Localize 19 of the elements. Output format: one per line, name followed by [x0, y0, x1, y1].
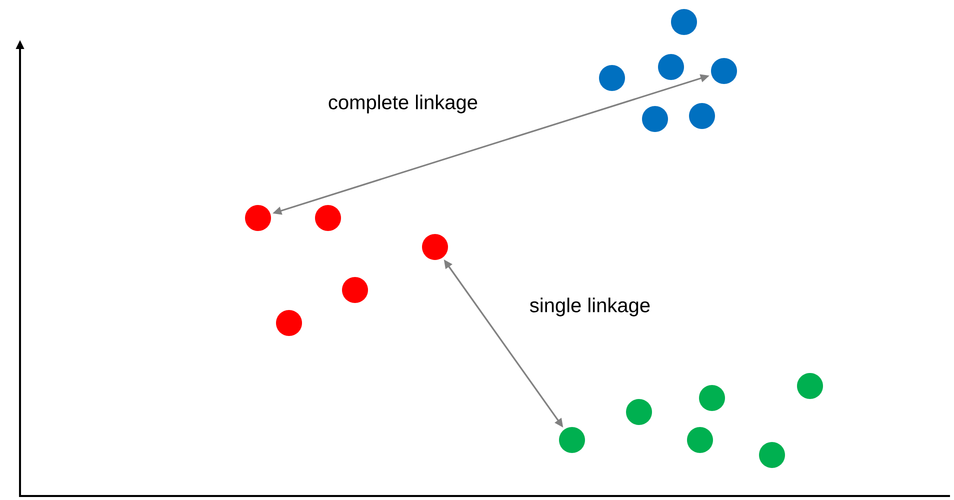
data-point [315, 204, 341, 231]
data-point [642, 106, 668, 132]
data-point [342, 277, 368, 303]
data-point [711, 58, 737, 84]
data-point [599, 65, 625, 91]
data-point [797, 372, 823, 399]
data-point [759, 442, 785, 468]
data-point [658, 54, 684, 80]
data-point [422, 234, 448, 260]
data-point [689, 103, 715, 129]
data-point [276, 310, 302, 336]
data-point [687, 426, 713, 453]
data-point [245, 204, 271, 231]
data-point [626, 399, 652, 425]
data-point [559, 426, 585, 453]
edge-label: single linkage [530, 298, 650, 316]
data-point [671, 9, 697, 35]
edge-label: complete linkage [328, 94, 478, 114]
data-point [699, 384, 725, 411]
